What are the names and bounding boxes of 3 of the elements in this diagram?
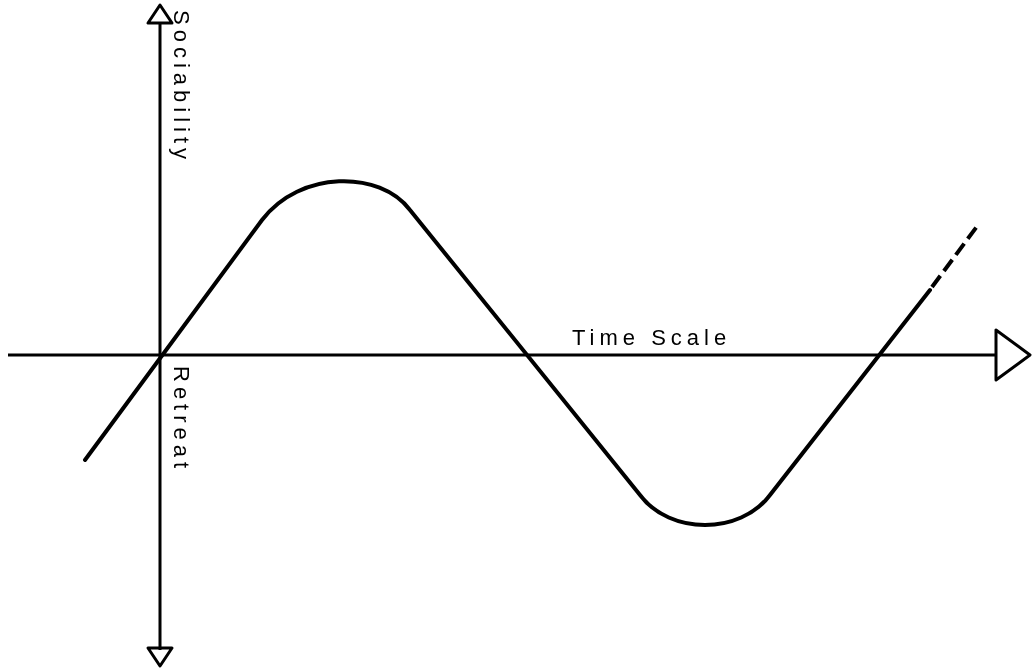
axis-label: Retreat (170, 366, 192, 474)
axis-label: Sociability (170, 10, 192, 165)
axis-label: Time Scale (572, 327, 732, 349)
